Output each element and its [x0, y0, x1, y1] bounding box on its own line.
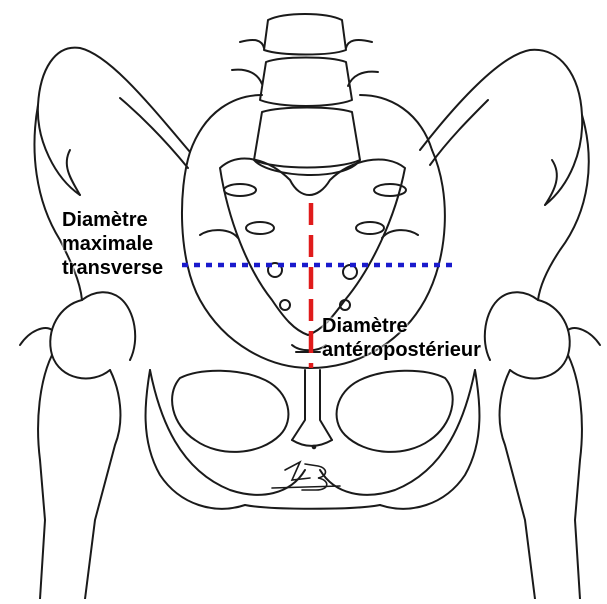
- right-iliac-crest: [420, 50, 582, 205]
- left-obturator-foramen: [172, 371, 288, 452]
- ap-label-line-2: antéropostérieur: [322, 338, 481, 362]
- ap-label-line-1: Diamètre: [322, 314, 481, 338]
- left-femur: [85, 370, 120, 599]
- lumbar-vertebra-3: [254, 108, 360, 168]
- anteroposterior-diameter-label: Diamètre antéropostérieur: [322, 314, 481, 362]
- right-femur: [500, 370, 535, 599]
- right-ilium-inner: [430, 100, 488, 165]
- right-obturator-foramen: [337, 371, 453, 452]
- left-femoral-head: [50, 300, 110, 378]
- left-iliac-crest: [38, 48, 190, 195]
- lumbar-vertebra-1: [264, 14, 346, 55]
- pubic-symphysis: [292, 370, 305, 440]
- signature-icon: [272, 446, 340, 491]
- transverse-label-line-1: Diamètre: [62, 208, 163, 232]
- lumbar-vertebra-2: [260, 58, 352, 107]
- transverse-label-line-2: maximale: [62, 232, 163, 256]
- transverse-label-line-3: transverse: [62, 256, 163, 280]
- right-femoral-head: [510, 300, 570, 378]
- transverse-diameter-label: Diamètre maximale transverse: [62, 208, 163, 280]
